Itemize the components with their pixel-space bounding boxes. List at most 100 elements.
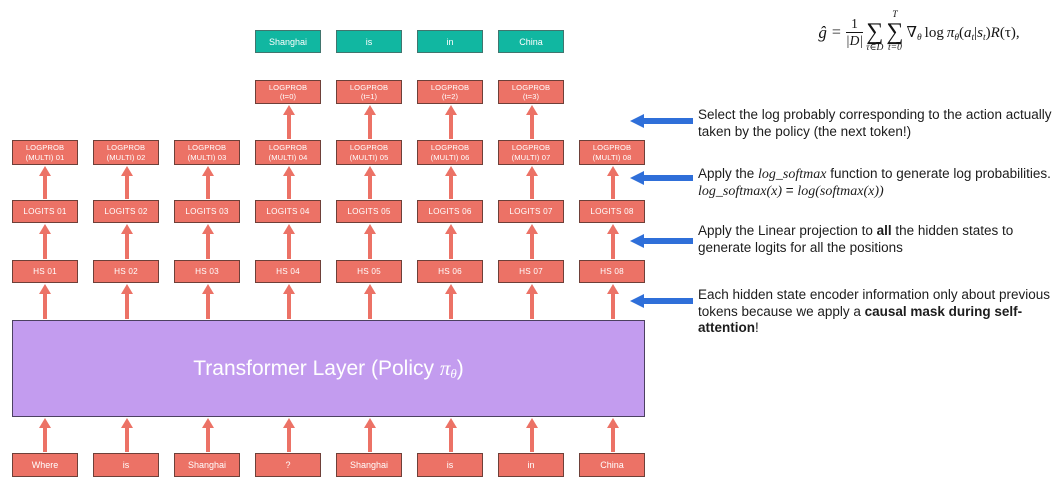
annotation-segment: function to generate log probabilities. [826, 166, 1051, 181]
output-token-china: China [498, 30, 564, 53]
formula-sum-timesteps: T ∑ t=0 [886, 10, 904, 54]
arrowhead-icon [282, 284, 295, 294]
hs-08-box: HS 08 [579, 260, 645, 283]
flow-arrow-up [120, 418, 133, 452]
hs-03-box: HS 03 [174, 260, 240, 283]
annotation-segment: the hidden states to generate logits for… [698, 223, 1014, 255]
annotation-segment: log_softmax(x) [698, 184, 782, 200]
logprob-multi-04-box: LOGPROB (MULTI) 04 [255, 140, 321, 165]
arrowhead-icon [38, 284, 51, 294]
formula-ghat: ĝ [818, 22, 827, 42]
flow-arrow-up [606, 418, 619, 452]
flow-arrow-up [444, 105, 457, 139]
annotation-pointer-arrow [630, 294, 693, 308]
pi-symbol: π [439, 356, 451, 380]
input-token-shanghai: Shanghai [174, 453, 240, 477]
arrowhead-icon [525, 105, 538, 115]
flow-arrow-up [444, 166, 457, 199]
output-token-is: is [336, 30, 402, 53]
arrowhead-icon [444, 224, 457, 234]
flow-arrow-up [282, 418, 295, 452]
input-token-is2: is [417, 453, 483, 477]
arrowhead-icon [363, 166, 376, 176]
logits-07-box: LOGITS 07 [498, 200, 564, 223]
annotation-pointer-arrow [630, 234, 693, 248]
arrowhead-icon [120, 284, 133, 294]
annotation-segment: log(softmax(x)) [797, 184, 884, 200]
logprob-multi-03-box: LOGPROB (MULTI) 03 [174, 140, 240, 165]
arrowhead-icon [38, 418, 51, 428]
logits-04-box: LOGITS 04 [255, 200, 321, 223]
annotation-segment: all [876, 223, 892, 238]
arrowhead-icon [444, 105, 457, 115]
arrowhead-icon [444, 284, 457, 294]
flow-arrow-up [444, 224, 457, 259]
annotation-select-logprob: Select the log probably corresponding to… [698, 107, 1060, 140]
arrowhead-icon [606, 166, 619, 176]
arrowhead-icon [606, 418, 619, 428]
hs-06-box: HS 06 [417, 260, 483, 283]
transformer-label: Transformer Layer (Policy [193, 356, 440, 380]
formula-equals: = [831, 23, 841, 41]
input-token-is: is [93, 453, 159, 477]
output-token-shanghai: Shanghai [255, 30, 321, 53]
output-token-in: in [417, 30, 483, 53]
flow-arrow-up [201, 418, 214, 452]
annotation-segment: Apply the [698, 166, 759, 181]
annotation-causal-mask: Each hidden state encoder information on… [698, 287, 1060, 337]
logits-03-box: LOGITS 03 [174, 200, 240, 223]
annotation-pointer-arrow [630, 171, 693, 185]
flow-arrow-up [444, 418, 457, 452]
flow-arrow-up [120, 224, 133, 259]
arrowhead-icon [363, 418, 376, 428]
hs-05-box: HS 05 [336, 260, 402, 283]
flow-arrow-up [363, 224, 376, 259]
arrowhead-icon [201, 166, 214, 176]
flow-arrow-up [201, 224, 214, 259]
logprob-t0-box: LOGPROB (t=0) [255, 80, 321, 104]
sum-icon: ∑ [886, 19, 904, 46]
arrowhead-icon [363, 224, 376, 234]
logits-06-box: LOGITS 06 [417, 200, 483, 223]
arrowhead-icon [363, 284, 376, 294]
arrowhead-icon [525, 224, 538, 234]
flow-arrow-up [606, 224, 619, 259]
flow-arrow-up [363, 284, 376, 319]
hs-02-box: HS 02 [93, 260, 159, 283]
nabla-icon: ∇ [906, 25, 917, 41]
arrowhead-icon [282, 418, 295, 428]
logprob-multi-06-box: LOGPROB (MULTI) 06 [417, 140, 483, 165]
flow-arrow-up [201, 166, 214, 199]
input-token-china: China [579, 453, 645, 477]
flow-arrow-up [525, 418, 538, 452]
arrowhead-icon [120, 418, 133, 428]
flow-arrow-up [363, 418, 376, 452]
logprob-t1-box: LOGPROB (t=1) [336, 80, 402, 104]
flow-arrow-up [282, 284, 295, 319]
fraction-bar [845, 32, 864, 33]
arrowhead-icon [201, 418, 214, 428]
logprob-t3-box: LOGPROB (t=3) [498, 80, 564, 104]
formula-fraction: 1 |D| [845, 15, 864, 48]
left-arrowhead-icon [630, 114, 644, 128]
arrowhead-icon [201, 284, 214, 294]
flow-arrow-up [38, 284, 51, 319]
input-token-question: ? [255, 453, 321, 477]
flow-arrow-up [38, 418, 51, 452]
logits-05-box: LOGITS 05 [336, 200, 402, 223]
flow-arrow-up [120, 284, 133, 319]
logits-02-box: LOGITS 02 [93, 200, 159, 223]
flow-arrow-up [201, 284, 214, 319]
arrowhead-icon [525, 166, 538, 176]
flow-arrow-up [525, 284, 538, 319]
sum-icon: ∑ [866, 19, 884, 46]
logits-08-box: LOGITS 08 [579, 200, 645, 223]
flow-arrow-up [606, 166, 619, 199]
arrowhead-icon [606, 224, 619, 234]
logprob-t2-box: LOGPROB (t=2) [417, 80, 483, 104]
flow-arrow-up [363, 166, 376, 199]
arrowhead-icon [38, 166, 51, 176]
input-token-in: in [498, 453, 564, 477]
arrowhead-icon [444, 418, 457, 428]
